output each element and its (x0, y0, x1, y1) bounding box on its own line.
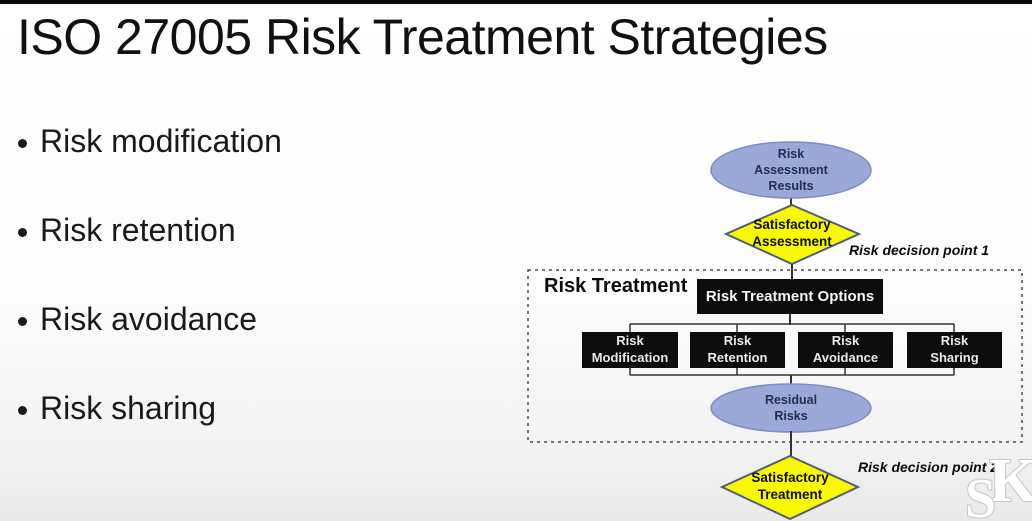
video-letterbox-bar (0, 0, 1032, 4)
bullet-label: Risk sharing (40, 390, 217, 426)
bullet-dot (18, 227, 27, 237)
bullet-item: Risk retention (18, 212, 236, 249)
logo-letter-s: S (965, 468, 996, 521)
risk-treatment-group-border (527, 269, 1023, 443)
bullet-item: Risk modification (18, 123, 282, 160)
bullet-dot (18, 316, 27, 326)
slide-title: ISO 27005 Risk Treatment Strategies (17, 9, 828, 65)
logo-letter-k: K (989, 449, 1032, 515)
bullet-label: Risk avoidance (40, 301, 257, 337)
residual-risks-label: Residual Risks (764, 392, 818, 423)
risk-treatment-options-box: Risk Treatment Options (697, 279, 883, 314)
risk-decision-point-1-label: Risk decision point 1 (849, 242, 990, 258)
risk-assessment-results-ellipse (710, 141, 872, 199)
risk-sharing-box: Risk Sharing (907, 332, 1002, 368)
risk-modification-box: Risk Modification (582, 332, 678, 368)
bullet-item: Risk avoidance (18, 301, 257, 338)
satisfactory-treatment-label: Satisfactory Treatment (751, 470, 829, 502)
bullet-label: Risk retention (40, 212, 236, 248)
kennesaw-state-ks-monogram-logo: K S (965, 449, 1032, 521)
risk-retention-box: Risk Retention (690, 332, 785, 368)
satisfactory-assessment-label: Satisfactory Assessment (752, 217, 832, 249)
risk-avoidance-box: Risk Avoidance (798, 332, 893, 368)
risk-decision-point-2-label: Risk decision point 2 (858, 459, 999, 475)
bullet-dot (18, 405, 27, 415)
risk-treatment-group-label: Risk Treatment (544, 275, 688, 297)
bullet-dot (18, 138, 27, 148)
satisfactory-treatment-diamond (719, 454, 861, 521)
bullet-label: Risk modification (40, 123, 282, 159)
bullet-item: Risk sharing (18, 390, 216, 427)
risk-assessment-results-label: Risk Assessment Results (754, 146, 828, 194)
